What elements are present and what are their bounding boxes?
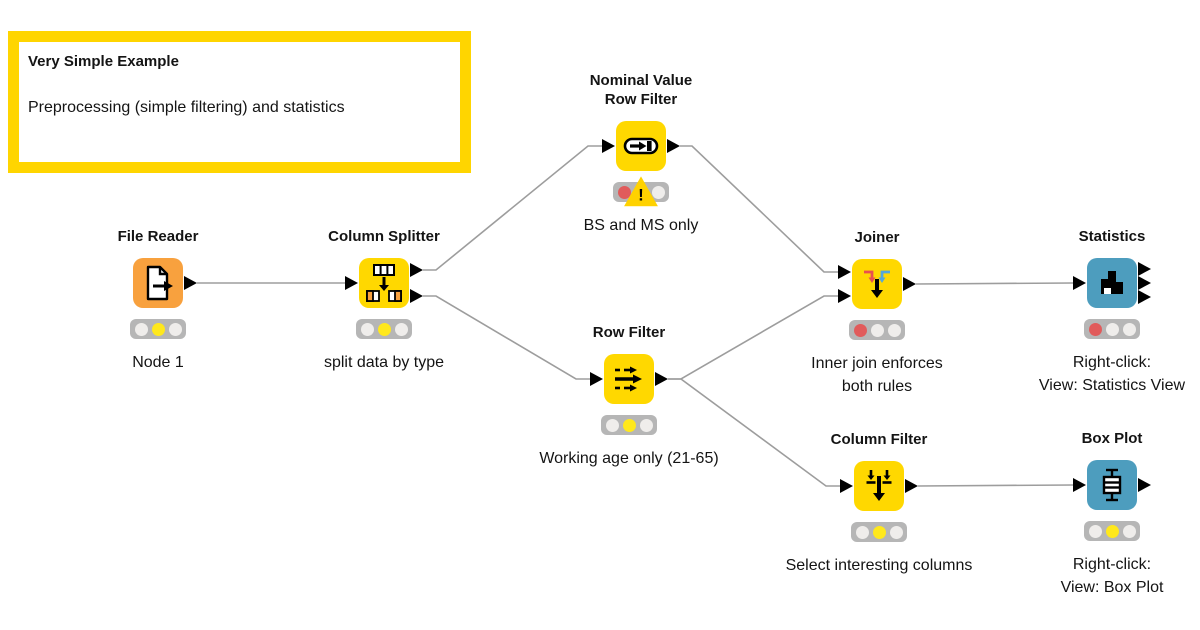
column-splitter-icon[interactable] — [359, 258, 409, 308]
row-filter-icon[interactable] — [604, 354, 654, 404]
node-label: Right-click: View: Box Plot — [1060, 556, 1164, 596]
traffic-light: ! — [613, 176, 669, 207]
wire-columnsplitter-nominalrowfilter[interactable] — [423, 145, 602, 271]
node-label: Inner join enforces both rules — [811, 355, 943, 395]
output-port[interactable] — [667, 139, 680, 153]
node-nominal-value-row-filter: Nominal Value Row Filter ! BS and MS onl… — [584, 72, 699, 234]
node-row-filter: Row Filter ! Working age only (21-65) — [539, 324, 718, 467]
node-file-reader: File Reader ! Node 1 — [118, 228, 199, 371]
traffic-light: ! — [1084, 521, 1140, 541]
output-port[interactable] — [184, 276, 197, 290]
node-column-filter: Column Filter ! Select interesting colum… — [786, 431, 973, 574]
nominal-row-filter-icon[interactable] — [616, 121, 666, 171]
node-label: BS and MS only — [583, 217, 699, 234]
wire-joiner-statistics[interactable] — [915, 282, 1074, 285]
output-port-2[interactable] — [1138, 276, 1151, 290]
node-label: split data by type — [323, 354, 445, 371]
output-port[interactable] — [903, 277, 916, 291]
node-column-splitter: Column Splitter ! split data by type — [324, 228, 444, 371]
input-port-top[interactable] — [838, 265, 851, 279]
node-title: Row Filter — [592, 324, 666, 341]
input-port[interactable] — [1073, 276, 1086, 290]
node-label: Working age only (21-65) — [539, 450, 719, 467]
output-port-3[interactable] — [1138, 290, 1151, 304]
traffic-light: ! — [601, 415, 657, 435]
node-title: Column Filter — [830, 431, 928, 448]
column-filter-icon[interactable] — [854, 461, 904, 511]
traffic-light: ! — [851, 522, 907, 542]
node-title: Column Splitter — [328, 228, 440, 245]
wire-columnsplitter-rowfilter[interactable] — [423, 295, 590, 380]
node-title: Nominal Value Row Filter — [589, 72, 693, 108]
statistics-icon[interactable] — [1087, 258, 1137, 308]
input-port-bottom[interactable] — [838, 289, 851, 303]
annotation-title: Very Simple Example — [28, 53, 179, 70]
input-port[interactable] — [345, 276, 358, 290]
traffic-light: ! — [130, 319, 186, 339]
input-port[interactable] — [840, 479, 853, 493]
node-title: File Reader — [117, 228, 199, 245]
box-plot-icon[interactable] — [1087, 460, 1137, 510]
node-label: Right-click: View: Statistics View — [1038, 354, 1186, 394]
node-title: Joiner — [854, 229, 900, 246]
node-joiner: Joiner ! Inner join enforces both rules — [811, 229, 943, 395]
node-statistics: Statistics ! Right-click: View: Statisti… — [1039, 228, 1185, 394]
output-port[interactable] — [905, 479, 918, 493]
file-reader-icon[interactable] — [133, 258, 183, 308]
node-title: Box Plot — [1081, 430, 1143, 447]
input-port[interactable] — [590, 372, 603, 386]
output-port-bottom[interactable] — [410, 289, 423, 303]
workflow-annotation[interactable]: Very Simple Example Preprocessing (simpl… — [8, 31, 471, 173]
wire-nominalrowfilter-joiner[interactable] — [680, 145, 838, 273]
input-port[interactable] — [602, 139, 615, 153]
wire-columnfilter-boxplot[interactable] — [917, 484, 1074, 487]
node-title: Statistics — [1078, 228, 1146, 245]
traffic-light: ! — [849, 320, 905, 340]
traffic-light: ! — [356, 319, 412, 339]
output-port[interactable] — [1138, 478, 1151, 492]
output-port-top[interactable] — [410, 263, 423, 277]
output-port-1[interactable] — [1138, 262, 1151, 276]
node-label: Select interesting columns — [785, 557, 973, 574]
output-port[interactable] — [655, 372, 668, 386]
wire-rowfilter-columnfilter[interactable] — [668, 378, 840, 487]
joiner-icon[interactable] — [852, 259, 902, 309]
node-box-plot: Box Plot ! Right-click: View: Box Plot — [1061, 430, 1164, 596]
input-port[interactable] — [1073, 478, 1086, 492]
node-label: Node 1 — [132, 354, 184, 371]
traffic-light: ! — [1084, 319, 1140, 339]
annotation-body: Preprocessing (simple filtering) and sta… — [28, 99, 345, 116]
